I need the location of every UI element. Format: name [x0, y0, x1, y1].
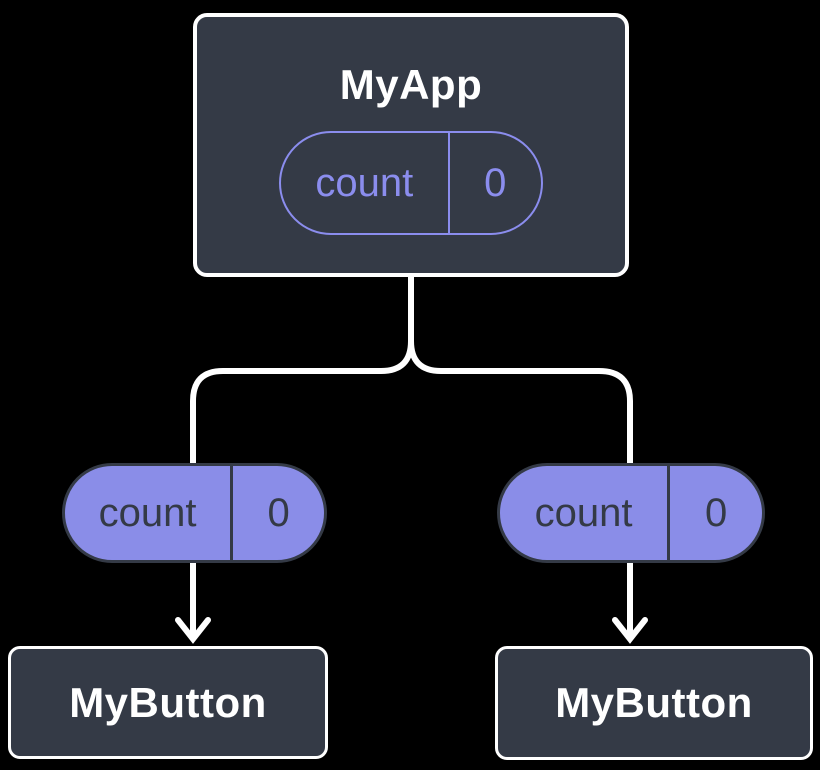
node-mybutton-right-title: MyButton: [555, 679, 753, 726]
node-mybutton-left: MyButton: [8, 646, 328, 759]
node-mybutton-left-title: MyButton: [69, 678, 267, 726]
state-pill-label: count: [315, 160, 414, 205]
prop-pill-right-label: count: [534, 490, 633, 535]
arrowhead-down-left-icon: [175, 617, 211, 644]
arrowhead-down-right-icon: [612, 617, 648, 644]
node-myapp-title: MyApp: [339, 61, 483, 108]
state-pill-value: 0: [447, 133, 541, 233]
node-mybutton-right: MyButton: [495, 646, 813, 760]
connector-root-to-left-child: [190, 269, 414, 635]
state-pill-myapp: count 0: [279, 131, 543, 235]
prop-pill-right: count 0: [497, 463, 765, 563]
node-myapp: MyApp count 0: [193, 13, 629, 277]
prop-pill-left: count 0: [62, 463, 327, 563]
prop-pill-right-value: 0: [667, 466, 762, 560]
prop-pill-left-value: 0: [230, 466, 324, 560]
prop-pill-left-label: count: [98, 490, 197, 535]
